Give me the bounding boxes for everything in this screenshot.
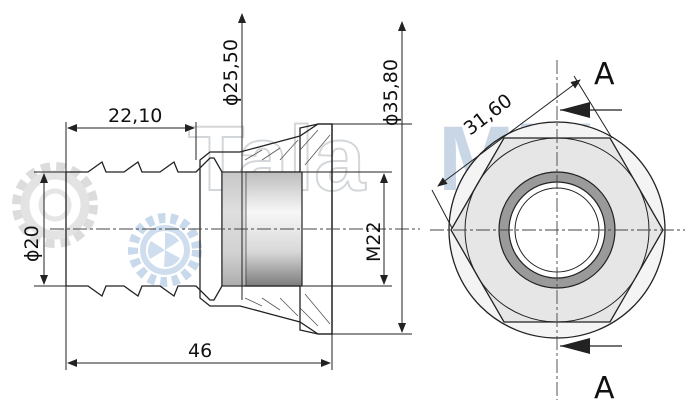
fan-gear-icon	[128, 213, 202, 287]
section-marker-bottom: A	[594, 371, 615, 406]
dim-barb-length: 22,10	[108, 105, 162, 127]
dim-shoulder-diameter: ϕ25,50	[220, 39, 242, 106]
dim-thread: M22	[363, 221, 385, 262]
dim-flange-diameter: ϕ35,80	[380, 59, 402, 126]
section-marker-top: A	[594, 57, 615, 92]
side-view	[50, 123, 420, 335]
dim-total-length: 46	[188, 340, 212, 362]
section-hatch	[244, 129, 331, 327]
side-dimensions: ϕ20 22,10 ϕ25,50 ϕ35,80 M22 46	[21, 13, 412, 370]
dim-bore-diameter: ϕ20	[21, 225, 43, 262]
